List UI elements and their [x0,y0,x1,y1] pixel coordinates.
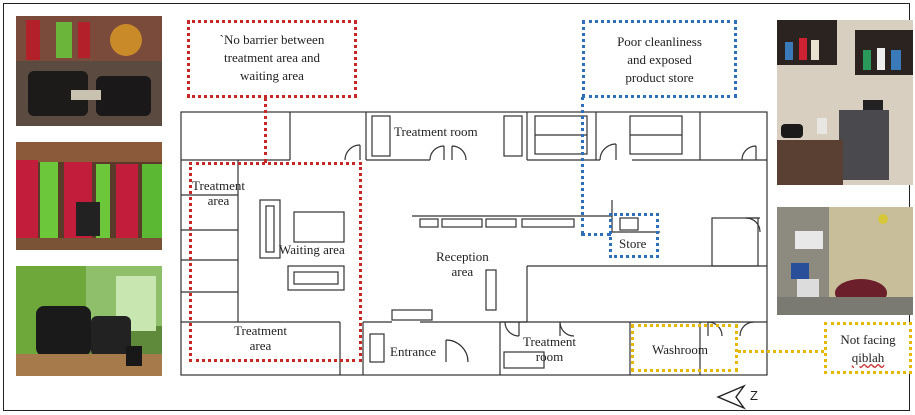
photo-curtained-treatment [16,142,162,250]
room-label-washroom: Washroom [652,342,708,357]
room-label-store: Store [619,236,647,251]
north-arrow: Z [716,384,766,415]
highlight-no-barrier-zone [189,162,362,362]
connector-cleanliness-h [581,233,611,236]
highlight-washroom [631,324,738,372]
callout-qiblah-line1: Not facing [840,332,896,347]
callout-not-facing-qiblah: Not facing qiblah [824,322,912,374]
photo-washing-station [16,266,162,376]
room-label-reception-area: Reception area [436,249,489,279]
room-label-entrance: Entrance [390,344,437,359]
room-label-treatment-area-bottom: Treatment area [234,323,287,353]
compass-letter: Z [750,388,758,403]
photo-store-kitchenette [777,20,913,185]
callout-qiblah-line2: qiblah [851,350,885,365]
photo-waiting-lounge [16,16,162,126]
outer-wall [180,111,768,376]
room-label-treatment-area-left: Treatment area [192,178,245,208]
room-label-treatment-room-top: Treatment room [394,124,478,139]
connector-cleanliness-v [581,97,584,234]
connector-no-barrier [264,97,267,163]
callout-no-barrier: `No barrier between treatment area and w… [187,20,357,98]
callout-poor-cleanliness: Poor cleanliness and exposed product sto… [582,20,737,98]
compass-arrow-icon [716,384,747,410]
room-label-treatment-room-bottom: Treatment room [523,334,576,364]
room-label-waiting-area: Waiting area [279,242,345,257]
highlight-store [609,213,659,258]
photo-washroom-toilet [777,207,913,315]
connector-qiblah [738,350,824,353]
